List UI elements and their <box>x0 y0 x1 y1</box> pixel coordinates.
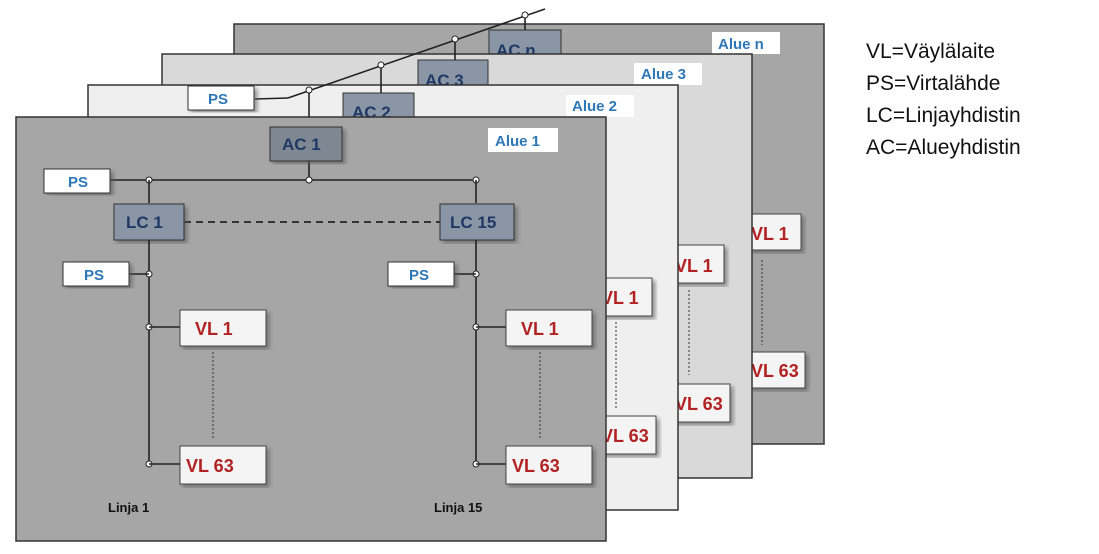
main-line-ps-label: PS <box>68 174 88 191</box>
backbone-line <box>254 8 546 127</box>
legend-item-ps: PS=Virtalähde <box>866 72 1001 95</box>
backbone-ps-label: PS <box>208 91 228 108</box>
line-15-device-vl1: VL 1 <box>521 319 559 339</box>
legend: VL=Väylälaite PS=Virtalähde LC=Linjayhdi… <box>866 36 1021 164</box>
device-vl1-2: VL 1 <box>601 288 639 308</box>
device-vl63-2: VL 63 <box>601 426 649 446</box>
device-vl1-n: VL 1 <box>751 224 789 244</box>
device-vl1-3: VL 1 <box>675 256 713 276</box>
line-1-device-vl1: VL 1 <box>195 319 233 339</box>
line-1-label: Linja 1 <box>108 500 149 515</box>
backbone-power-supply: PS <box>187 85 255 111</box>
area-label-n: Alue n <box>718 36 764 53</box>
lc-15-label: LC 15 <box>450 213 496 232</box>
area-label-3: Alue 3 <box>641 66 686 83</box>
line-15-ps-label: PS <box>409 267 429 284</box>
legend-item-lc: LC=Linjayhdistin <box>866 104 1021 127</box>
line-1-ps-label: PS <box>84 267 104 284</box>
line-15-device-vl63: VL 63 <box>512 456 560 476</box>
area-label-2: Alue 2 <box>572 98 617 115</box>
legend-item-vl: VL=Väylälaite <box>866 40 996 63</box>
device-vl63-3: VL 63 <box>675 394 723 414</box>
device-vl63-n: VL 63 <box>751 361 799 381</box>
ac-1-label: AC 1 <box>282 135 321 154</box>
lc-1-label: LC 1 <box>126 213 163 232</box>
line-1-device-vl63: VL 63 <box>186 456 234 476</box>
line-15-label: Linja 15 <box>434 500 482 515</box>
area-panel-1: Alue 1 AC 1 PS LC 1 LC 15 PS VL 1 <box>15 116 607 542</box>
area-label-1: Alue 1 <box>495 133 540 150</box>
legend-item-ac: AC=Alueyhdistin <box>866 136 1021 159</box>
